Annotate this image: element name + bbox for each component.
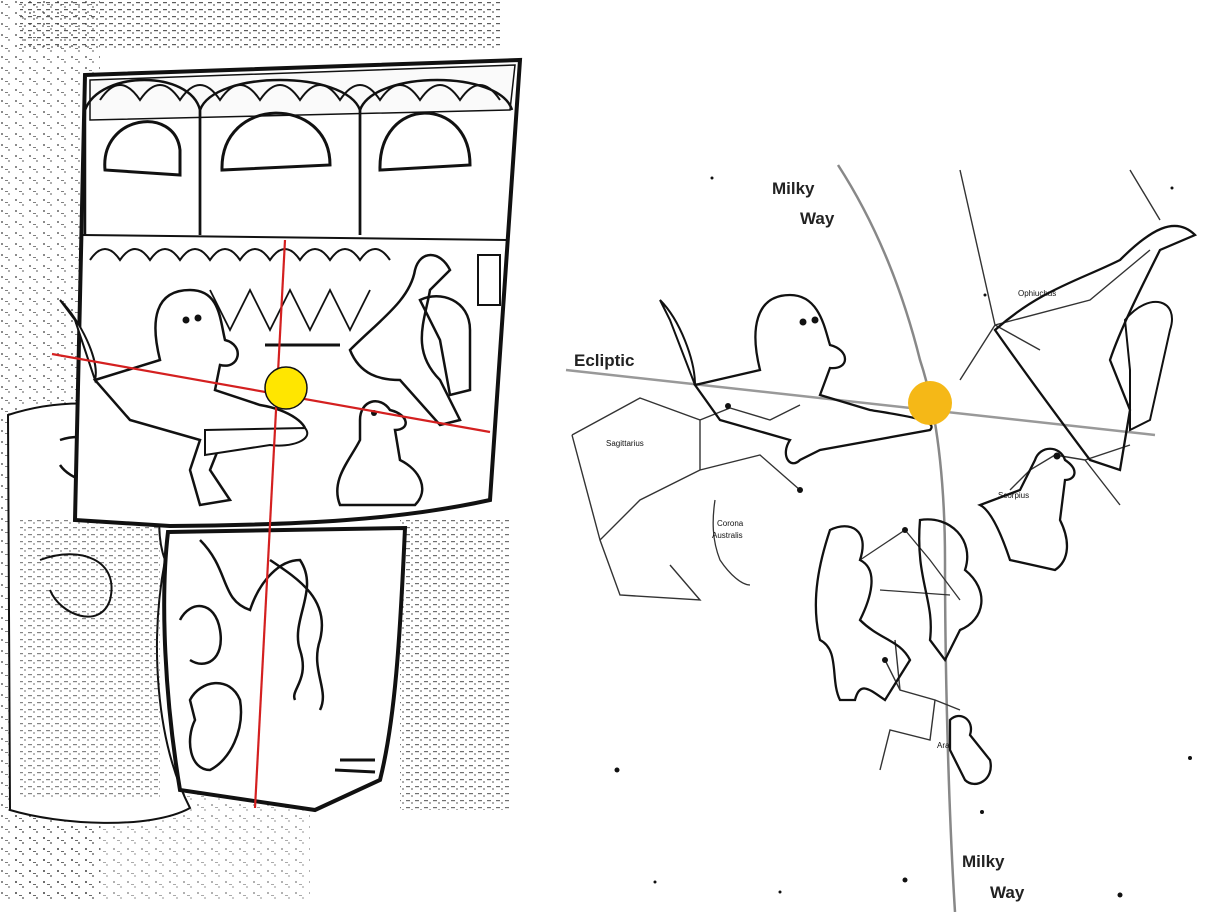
carved-stone-panel: [0, 0, 520, 900]
overlay-bird-eye-2: [812, 317, 819, 324]
sagittarius-lines: [572, 398, 800, 600]
star: [903, 878, 908, 883]
yellow-sun-marker: [265, 367, 307, 409]
star-field: [615, 177, 1193, 898]
star-chart-panel: Milky Way Ecliptic Ophiuchus Sagittarius…: [566, 165, 1195, 912]
star: [797, 487, 803, 493]
ara-label: Ara: [937, 741, 950, 750]
rock-texture-top: [20, 0, 500, 50]
milky-way-bottom-label-line1: Milky: [962, 852, 1005, 871]
overlay-bird-right-inner: [1125, 302, 1172, 430]
star: [711, 177, 714, 180]
overlay-lower-carving-2: [919, 519, 981, 660]
star: [984, 294, 987, 297]
ophiuchus-label: Ophiuchus: [1018, 289, 1056, 298]
overlay-seated-bird: [980, 449, 1074, 570]
star: [902, 527, 908, 533]
corona-label-line2: Australis: [712, 531, 743, 540]
corona-australis-lines: [713, 500, 750, 585]
star: [1188, 756, 1192, 760]
star: [882, 657, 888, 663]
ecliptic-line: [566, 370, 1155, 435]
rock-texture-right: [400, 520, 510, 810]
orange-sun-marker: [908, 381, 952, 425]
overlay-wing: [660, 300, 695, 385]
star: [1171, 187, 1174, 190]
carved-block-right: [478, 255, 500, 305]
star: [725, 403, 731, 409]
milky-way-line: [838, 165, 955, 912]
star: [980, 810, 984, 814]
sagittarius-label: Sagittarius: [606, 439, 644, 448]
milky-way-top-label-line1: Milky: [772, 179, 815, 198]
upper-stone-slab: [75, 60, 520, 526]
star: [1054, 453, 1061, 460]
bird-left-eye-2: [195, 315, 202, 322]
overlay-ara-shape: [950, 716, 991, 784]
star: [1118, 893, 1123, 898]
star: [654, 881, 657, 884]
milky-way-top-label-line2: Way: [800, 209, 835, 228]
corona-label-line1: Corona: [717, 519, 744, 528]
boulder-hatching: [20, 520, 160, 800]
ecliptic-label: Ecliptic: [574, 351, 634, 370]
bird-left-eye-1: [183, 317, 190, 324]
overlay-lower-carving: [816, 526, 910, 700]
milky-way-bottom-label-line2: Way: [990, 883, 1025, 902]
star: [615, 768, 620, 773]
ophiuchus-lines: [960, 170, 1160, 380]
scorpius-label: Scorpius: [998, 491, 1029, 500]
overlay-bird-eye-1: [800, 319, 807, 326]
star: [779, 891, 782, 894]
